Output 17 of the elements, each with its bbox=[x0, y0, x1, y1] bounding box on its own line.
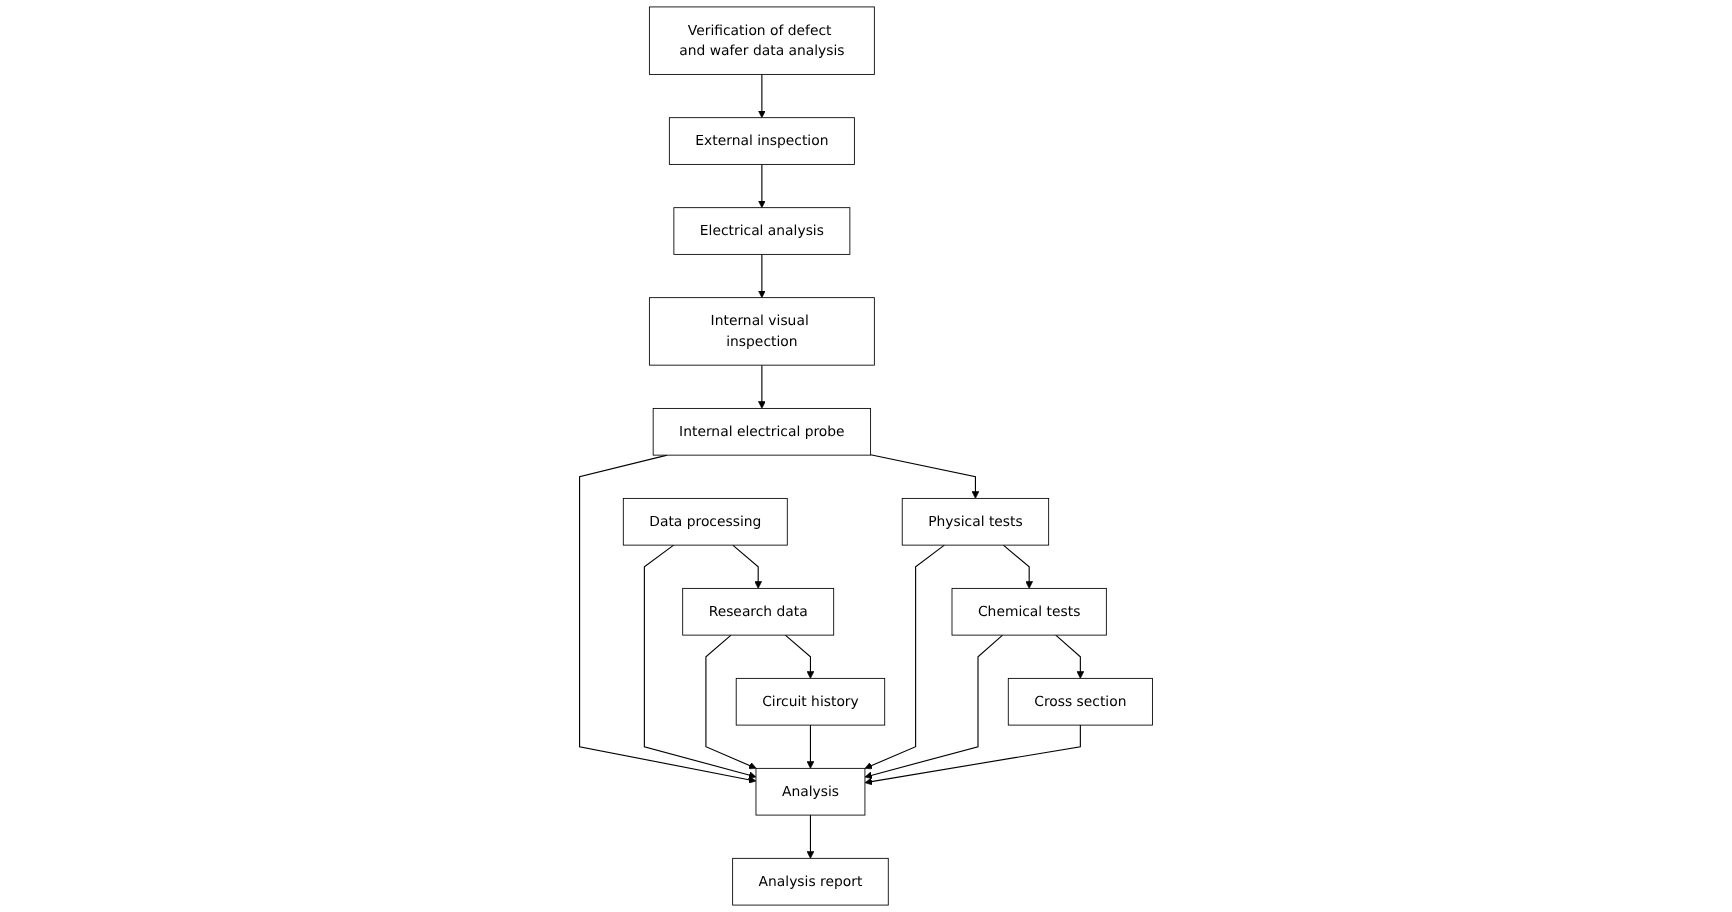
arrow bbox=[864, 724, 1081, 786]
arrow bbox=[758, 253, 766, 298]
arrow bbox=[784, 634, 815, 679]
arrow bbox=[732, 544, 762, 589]
arrow bbox=[864, 634, 1004, 779]
arrow bbox=[806, 814, 815, 859]
arrow bbox=[864, 544, 945, 770]
arrow bbox=[806, 724, 815, 769]
arrow bbox=[758, 73, 766, 118]
arrow bbox=[1055, 634, 1085, 679]
arrow bbox=[705, 634, 757, 770]
arrow bbox=[643, 544, 757, 779]
arrow bbox=[870, 454, 980, 499]
arrow bbox=[758, 163, 766, 208]
arrow bbox=[579, 454, 757, 784]
arrow bbox=[1002, 544, 1033, 589]
arrow bbox=[758, 364, 766, 409]
